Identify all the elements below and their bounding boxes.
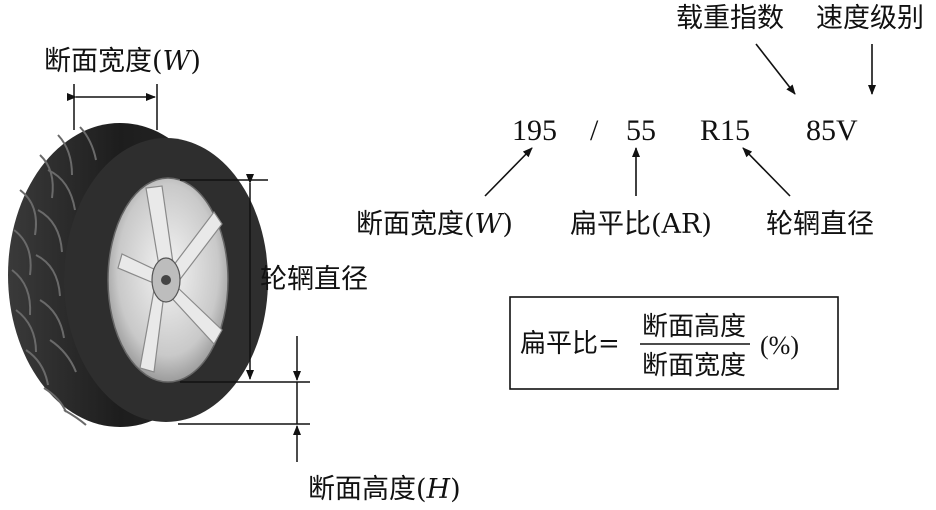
formula-numerator: 断面高度 [642, 312, 746, 342]
formula-lhs: 扁平比= [520, 329, 620, 359]
code-width-value: 195 [512, 114, 557, 147]
rim-code-arrow [742, 147, 791, 197]
rim-spokes [117, 185, 223, 373]
tire-dimension-lines [67, 84, 310, 462]
load-index-arrow [755, 43, 796, 95]
code-load-speed-value: 85V [806, 114, 858, 147]
formula-box [509, 296, 839, 390]
hub-cap-center [161, 275, 171, 285]
code-aspect-value: 55 [626, 114, 656, 147]
code-arrows [484, 43, 876, 197]
load-index-label: 载重指数 [676, 3, 784, 34]
speed-rating-label: 速度级别 [816, 3, 924, 34]
section-width-label: 断面宽度(W) [44, 46, 201, 77]
code-rim-label: 轮辋直径 [766, 209, 874, 240]
rim-diameter-label: 轮辋直径 [260, 264, 368, 295]
width-code-arrow [484, 147, 533, 197]
tread-pattern [11, 126, 97, 426]
code-separator: / [590, 114, 599, 147]
code-width-label: 断面宽度(W) [356, 209, 513, 240]
aspect-ratio-label: 扁平比(AR) [570, 209, 712, 240]
formula-unit: (%) [760, 331, 799, 360]
section-height-label: 断面高度(H) [308, 474, 461, 505]
code-rim-value: R15 [700, 114, 750, 147]
formula-denominator: 断面宽度 [642, 351, 746, 381]
tire-image [8, 123, 268, 427]
